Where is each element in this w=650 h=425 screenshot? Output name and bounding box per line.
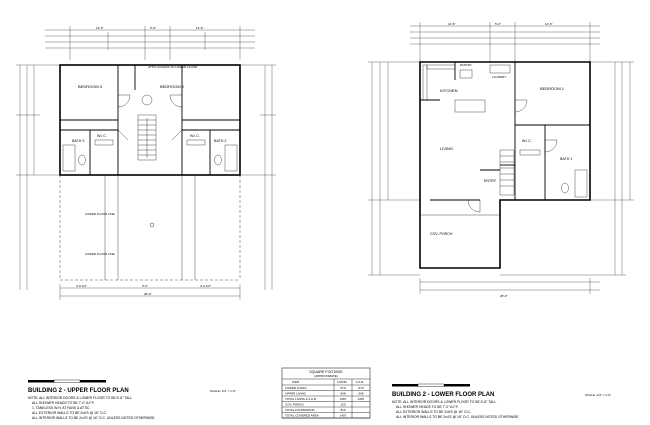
wic-right-label: W.I.C.: [190, 134, 200, 138]
upper-dim-top-3: 12'-6": [196, 26, 204, 30]
bath2-label: BATH 2: [214, 139, 226, 143]
entry-label: ENTRY: [484, 179, 497, 183]
upper-dim-bottom-2: 5'-6": [142, 284, 148, 288]
sqft-cell-0-1: 679: [340, 386, 345, 390]
bedroom2-label: BEDROOM 2: [160, 84, 185, 89]
wic-left-label: W.I.C.: [97, 134, 107, 138]
porch-outline: [419, 214, 501, 269]
upper-lower-floor-outline: LOWER FLOOR LINE LOWER FLOOR LINE: [59, 175, 241, 281]
lower-side-dimensions: [368, 61, 634, 276]
lower-note-1: NOTE: ALL INTERIOR DOORS & LOWER FLOOR T…: [392, 400, 496, 404]
upper-bottom-dimensions: 4'-6 1/2" 5'-6" 4'-6 1/2" 28'-0": [59, 284, 241, 300]
upper-note-5: ALL INTERIOR WALLS TO BE 2x4'S @ 16" O.C…: [32, 416, 155, 420]
sqft-cell-3-1: 120: [340, 403, 345, 407]
upper-plan-scale: SCALE: 1/4" = 1'-0": [210, 389, 236, 393]
sqft-cell-5-1: 1407: [340, 414, 347, 418]
upper-top-dimensions: 12'-6" 5'-6" 12'-6": [45, 26, 255, 60]
sqft-cell-1-0: UPPER LIVING: [285, 392, 307, 396]
bedroom1-label: BEDROOM 1: [540, 86, 565, 91]
sqft-header-item: ITEM: [292, 380, 300, 384]
square-footage-table: SQUARE FOOTAGE (APPROXIMATE) ITEM LIVING…: [281, 367, 371, 419]
sqft-header-far: F.A.R.: [356, 380, 364, 384]
lower-bath-fixtures: [519, 149, 588, 198]
lower-top-dimensions: 12'-6" 5'-6" 12'-6": [410, 22, 600, 62]
living-label: LIVING: [440, 146, 453, 151]
lower-floor-line-label-right: LOWER FLOOR LINE: [85, 252, 115, 256]
sqft-cell-1-1: 608: [340, 392, 345, 396]
lower-dim-top-1: 12'-6": [448, 22, 456, 26]
lower-bottom-dimensions: 28'-0": [419, 278, 600, 298]
upper-dim-top-2: 5'-6": [150, 26, 156, 30]
lower-title-block: BUILDING 2 - LOWER FLOOR PLAN SCALE: 1/4…: [392, 383, 611, 419]
lower-note-3: ALL EXTERIOR WALLS TO BE 2x6'S @ 16" O.C…: [396, 410, 471, 414]
upper-dim-total: 28'-0": [144, 292, 152, 296]
sqft-cell-5-0: TOTAL COVERED AREA: [285, 414, 319, 418]
sqft-cell-3-0: COV. PORCH: [285, 403, 304, 407]
sqft-cell-1-2: 608: [358, 392, 363, 396]
sqft-cell-0-0: LOWER LIVING: [285, 386, 307, 390]
lower-floor-plan: 12'-6" 5'-6" 12'-6": [368, 22, 634, 298]
bath3-label: BATH 3: [72, 139, 84, 143]
lower-door-swings: [467, 99, 558, 213]
wic-label: W.I.C.: [522, 139, 532, 143]
upper-note-4: ALL EXTERIOR WALLS TO BE 2x6'S @ 16" O.C…: [32, 411, 107, 415]
lower-interior-walls: [420, 62, 590, 201]
sqft-cell-4-1: 819: [340, 408, 345, 412]
bedroom3-label: BEDROOM 3: [78, 84, 103, 89]
upper-dim-bottom-1: 4'-6 1/2": [76, 284, 87, 288]
sqft-cell-0-2: 679: [358, 386, 363, 390]
sqft-subtitle: (APPROXIMATE): [314, 374, 337, 378]
upper-bath-fixtures: [62, 139, 238, 172]
upper-stair: [137, 114, 157, 161]
lower-stair: [499, 149, 515, 196]
lower-floor-line-label-left: LOWER FLOOR LINE: [85, 212, 115, 216]
lower-dim-top-3: 12'-6": [545, 22, 553, 26]
porch-label: COV. PORCH: [430, 232, 453, 236]
kitchen-fixtures: [422, 64, 511, 113]
upper-note-2: ALL SHOWER HEADS TO BE 7'-0" A.F.F.: [32, 401, 95, 405]
sqft-cell-4-0: TOTAL FOUNDATION: [285, 408, 315, 412]
upper-title-block: BUILDING 2 - UPPER FLOOR PLAN SCALE: 1/4…: [28, 379, 236, 420]
lower-plan-scale: SCALE: 1/4" = 1'-0": [585, 393, 611, 397]
upper-note-3: 1. TANKLESS W.H. AT FANS & ATTIC: [32, 406, 90, 410]
upper-interior-walls: [60, 65, 240, 175]
lower-note-2: ALL SHOWER HEADS TO BE 7'-0" A.F.F.: [396, 405, 459, 409]
upper-note-1: NOTE: ALL INTERIOR DOORS & LOWER FLOOR T…: [28, 396, 132, 400]
sqft-title: SQUARE FOOTAGE: [309, 370, 343, 374]
upper-side-dimensions: [16, 64, 276, 290]
sqft-cell-2-1: 1287: [340, 397, 347, 401]
bath1-label: BATH 1: [560, 157, 572, 161]
upper-door-swings: [117, 94, 183, 141]
upper-dim-top-1: 12'-6": [96, 26, 104, 30]
sqft-header-living: LIVING: [337, 380, 348, 384]
pantry-label: PANTRY: [460, 63, 472, 67]
upper-plan-title: BUILDING 2 - UPPER FLOOR PLAN: [28, 388, 129, 394]
attic-label: ATTIC ACCESS TO LOWER FLOOR: [148, 65, 198, 69]
lower-note-4: ALL INTERIOR WALLS TO BE 2x4'S @ 16" O.C…: [396, 415, 519, 419]
sqft-cell-2-0: TOTAL LIVING & F.A.R.: [285, 397, 317, 401]
upper-floor-plan: 12'-6" 5'-6" 12'-6": [16, 26, 276, 300]
kitchen-label: KITCHEN: [440, 88, 458, 93]
lower-dim-top-2: 5'-6": [495, 22, 501, 26]
lower-plan-title: BUILDING 2 - LOWER FLOOR PLAN: [392, 392, 494, 398]
lower-dim-total: 28'-0": [500, 294, 508, 298]
sqft-cell-2-2: 1287: [358, 397, 365, 401]
upper-dim-bottom-3: 4'-6 1/2": [200, 284, 211, 288]
laundry-label: LAUNDRY: [492, 75, 506, 79]
